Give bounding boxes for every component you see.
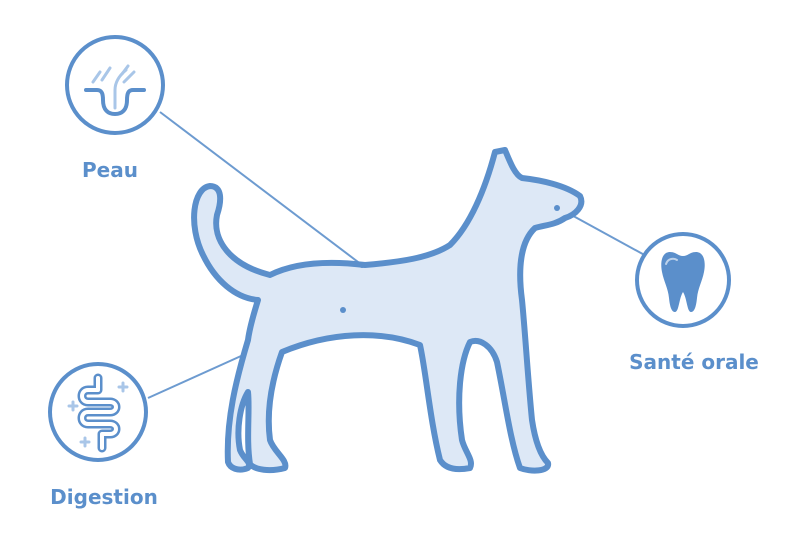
peau-dot (359, 262, 365, 268)
skin-hair-icon (65, 35, 165, 135)
peau-label: Peau (82, 158, 138, 182)
digestion-dot (340, 307, 346, 313)
oral-health-label: Santé orale (629, 350, 759, 374)
digestion-label: Digestion (50, 485, 158, 509)
oral-connector (565, 211, 651, 259)
peau-connector (159, 111, 363, 266)
intestine-icon (48, 362, 148, 462)
dog-eye (554, 205, 560, 211)
dog-silhouette (191, 147, 585, 474)
tooth-icon (635, 232, 731, 328)
